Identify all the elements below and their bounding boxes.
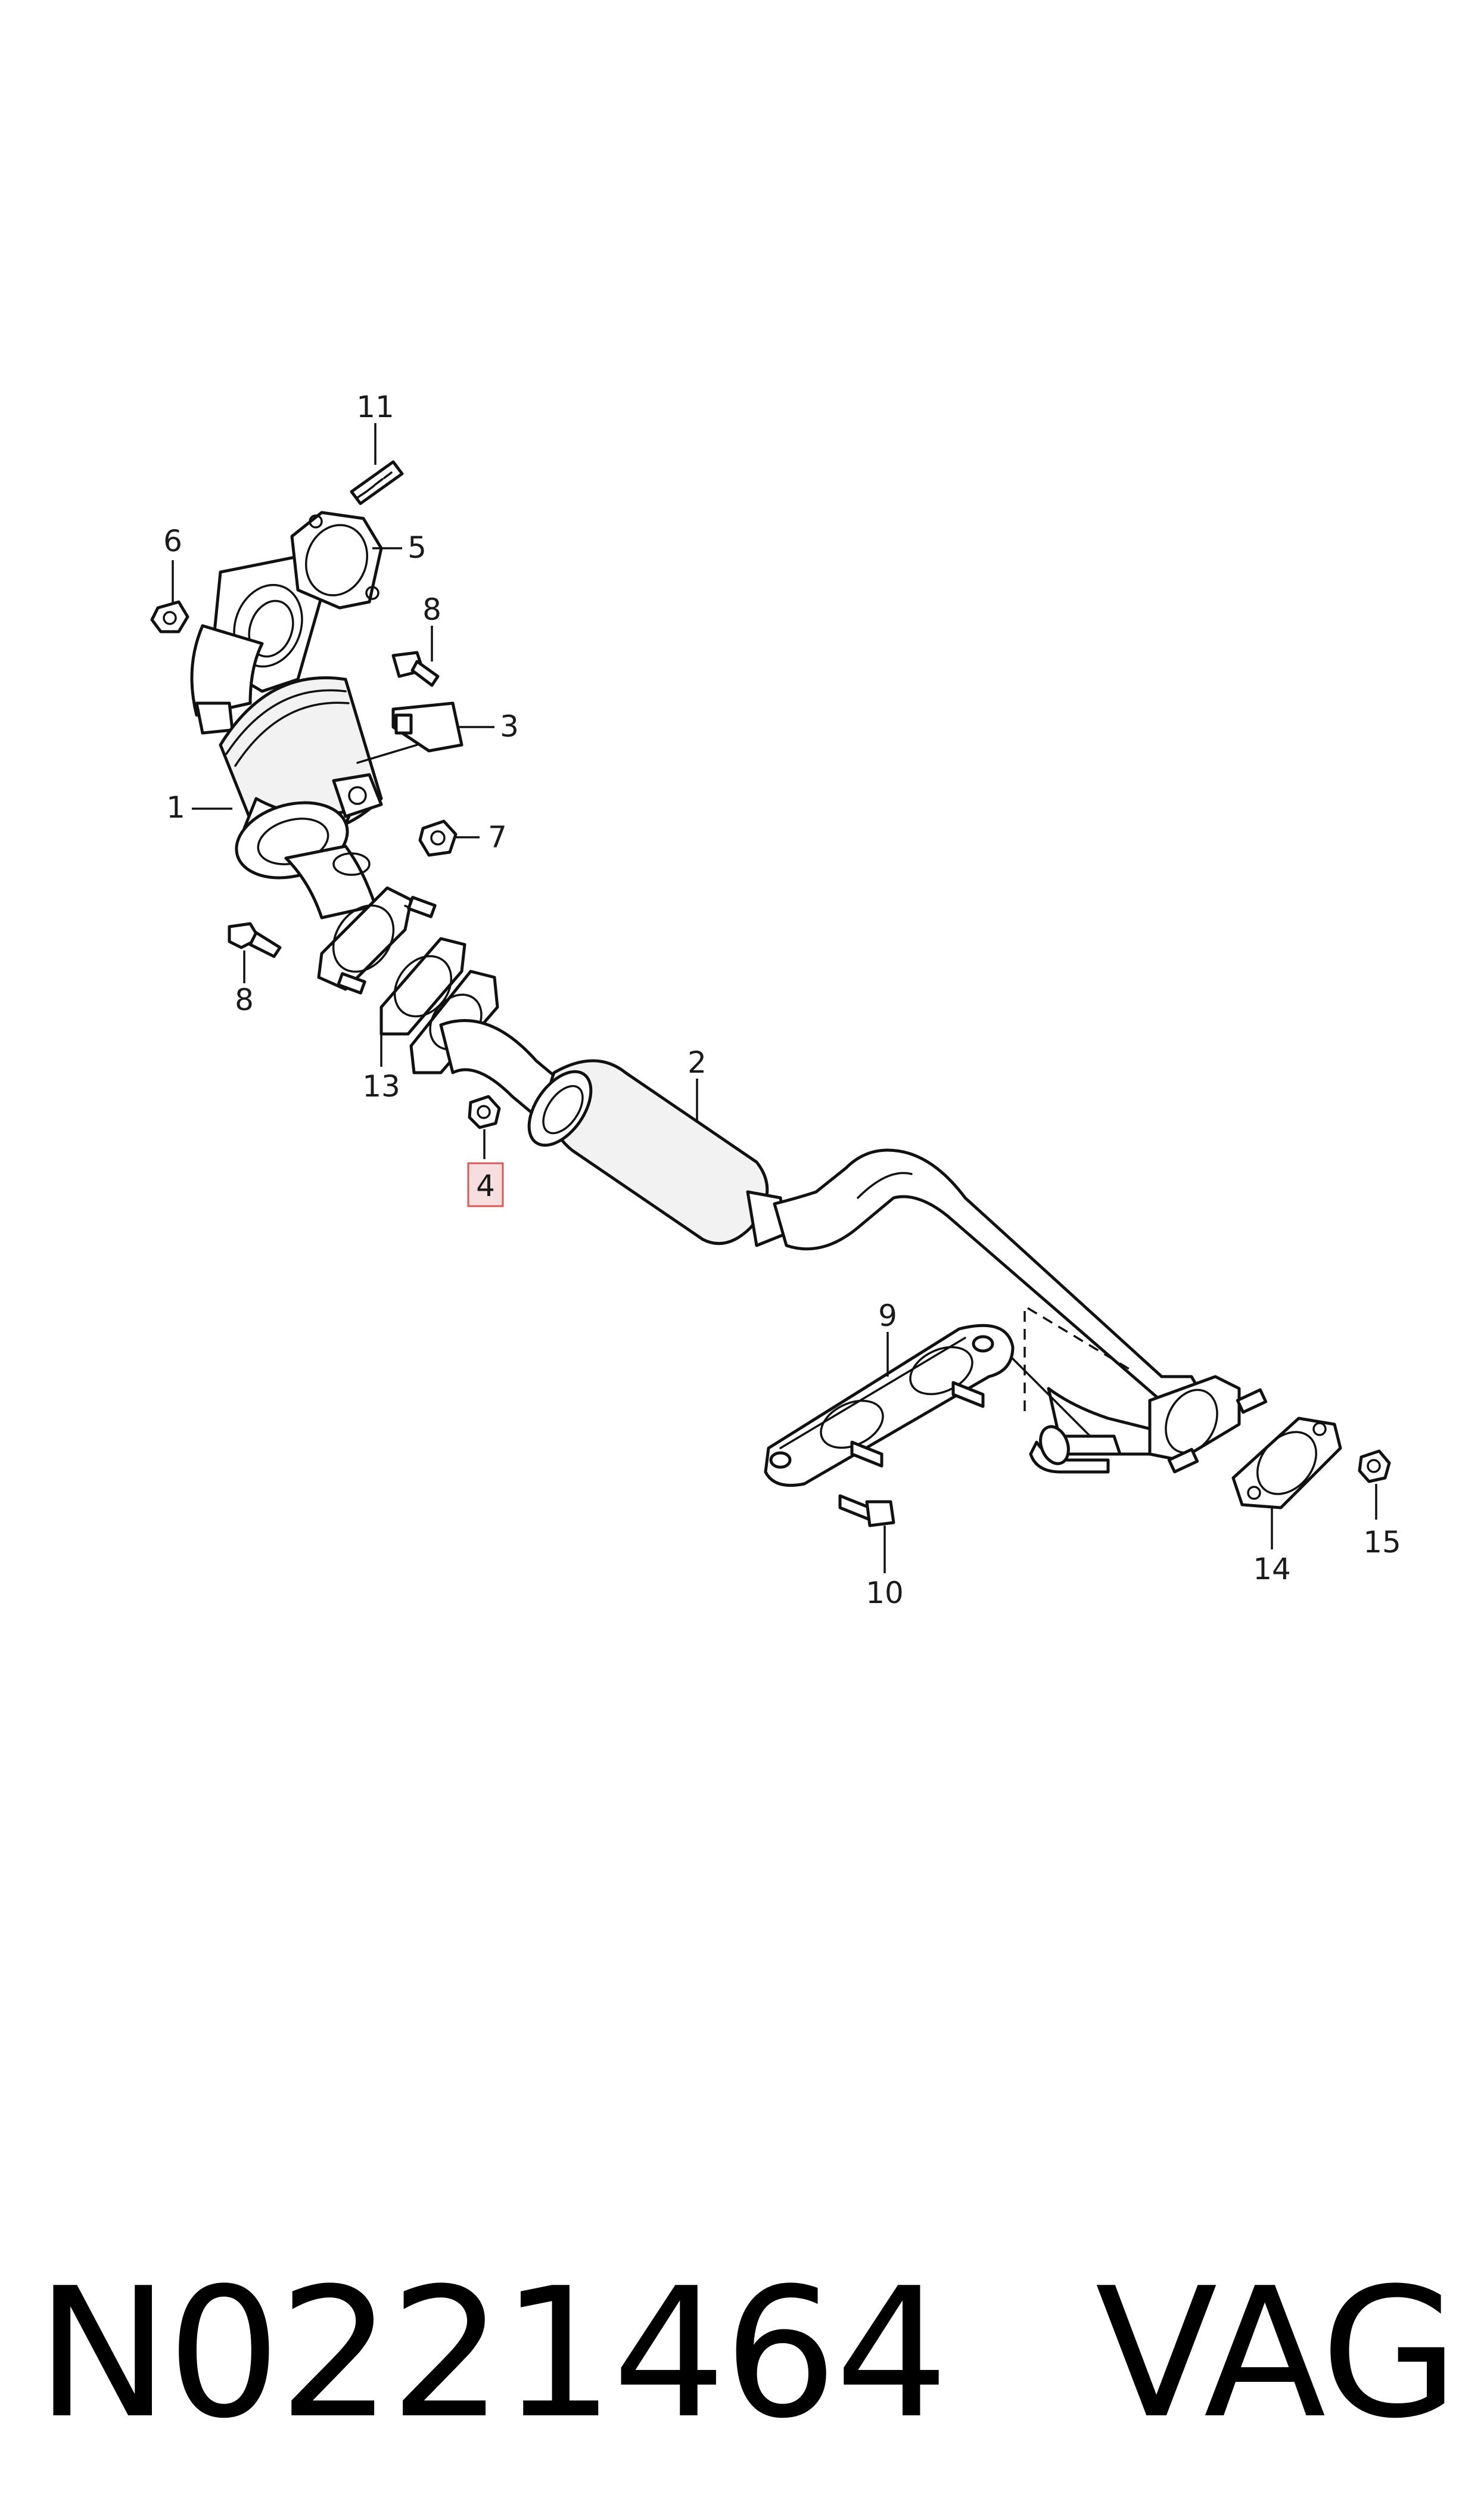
brand-name: VAG (1095, 2250, 1459, 2458)
bolt-8-upper (391, 651, 440, 687)
callout-8-upper[interactable]: 8 (422, 592, 441, 627)
callout-14[interactable]: 14 (1253, 1552, 1291, 1586)
nut-7 (418, 819, 458, 857)
gasket-5 (290, 511, 383, 610)
callout-13[interactable]: 13 (362, 1069, 400, 1104)
callout-4[interactable]: 4 (476, 1169, 495, 1203)
callout-15[interactable]: 15 (1363, 1525, 1401, 1560)
fasteners (150, 460, 1391, 1527)
callout-9[interactable]: 9 (878, 1299, 897, 1333)
stud-11 (350, 460, 404, 505)
bolt-8-lower (228, 922, 282, 958)
callout-5[interactable]: 5 (407, 530, 427, 565)
bracket-3 (356, 701, 463, 764)
callouts: 1 2 3 4 5 6 7 8 8 9 10 11 13 14 15 (163, 390, 1401, 1610)
heat-shield-bracket (764, 1324, 1015, 1487)
nut-6 (150, 600, 189, 633)
gasket-14 (1231, 1417, 1342, 1509)
lower-flange (317, 886, 437, 995)
callout-10[interactable]: 10 (866, 1576, 904, 1610)
callout-8-lower[interactable]: 8 (235, 983, 254, 1017)
catalytic-converter (190, 552, 383, 920)
nut-4 (468, 1095, 501, 1129)
bolt-10 (838, 1494, 895, 1527)
callout-1[interactable]: 1 (166, 790, 185, 825)
callout-3[interactable]: 3 (500, 709, 519, 744)
leader-lines (172, 423, 1377, 1573)
callout-2[interactable]: 2 (687, 1045, 707, 1080)
front-pipe-with-muffler (409, 970, 1268, 1474)
highlight-box-4 (467, 1162, 504, 1207)
callout-6[interactable]: 6 (163, 524, 182, 558)
callout-11[interactable]: 11 (356, 390, 394, 424)
dashed-guide-lines (1023, 1307, 1133, 1412)
footer: N0221464 VAG (36, 2250, 1459, 2458)
nut-15 (1358, 1449, 1391, 1483)
part-number: N0221464 (36, 2250, 948, 2458)
callout-7[interactable]: 7 (488, 820, 507, 855)
